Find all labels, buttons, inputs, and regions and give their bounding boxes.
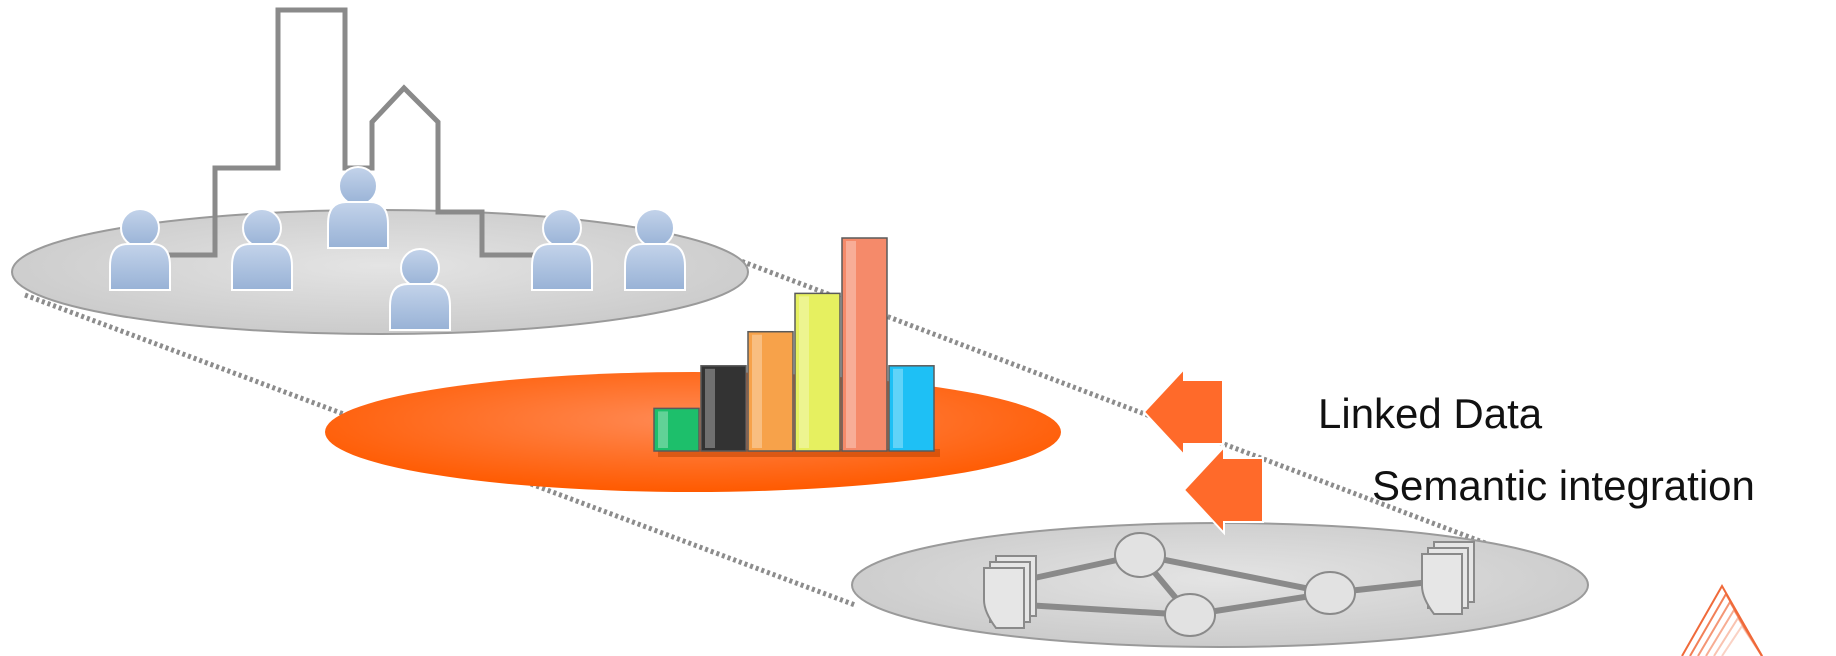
chart-bar-highlight: [893, 368, 903, 448]
logo-icon: [1681, 583, 1763, 656]
chart-bar: [794, 292, 841, 452]
person-icon: [624, 208, 686, 291]
people-group: [109, 166, 686, 331]
linked-data-label: Linked Data: [1318, 390, 1543, 437]
person-icon: [109, 208, 171, 291]
data-graph-platform: [851, 522, 1589, 648]
person-icon: [327, 166, 389, 249]
chart-bar-highlight: [705, 368, 715, 448]
projection-lines: [24, 252, 1531, 608]
bar-chart-shadow: [658, 449, 940, 457]
graph-node-icon: [1114, 532, 1166, 578]
semantic-integration-label: Semantic integration: [1372, 462, 1755, 509]
chart-bar-highlight: [752, 334, 762, 448]
chart-bar-highlight: [846, 241, 856, 448]
linked-data-arrow-icon: [1142, 366, 1224, 458]
chart-bar: [888, 365, 935, 452]
building-icon: [150, 7, 560, 258]
chart-bar: [747, 330, 794, 452]
graph-node-icon: [1164, 593, 1216, 637]
chart-bar: [841, 237, 888, 452]
chart-bar: [653, 407, 700, 452]
chart-bar-highlight: [658, 411, 668, 448]
graph-nodes: [1114, 532, 1356, 637]
person-icon: [231, 208, 293, 291]
semantic-integration-arrow-icon: [1182, 444, 1264, 536]
document-icon: [983, 555, 1037, 629]
graph-node-icon: [1304, 571, 1356, 615]
chart-bar-highlight: [799, 296, 809, 448]
document-icon: [1421, 541, 1475, 615]
chart-bar: [700, 365, 747, 452]
bar-chart-icon: [653, 237, 940, 457]
person-icon: [531, 208, 593, 291]
person-icon: [389, 248, 451, 331]
